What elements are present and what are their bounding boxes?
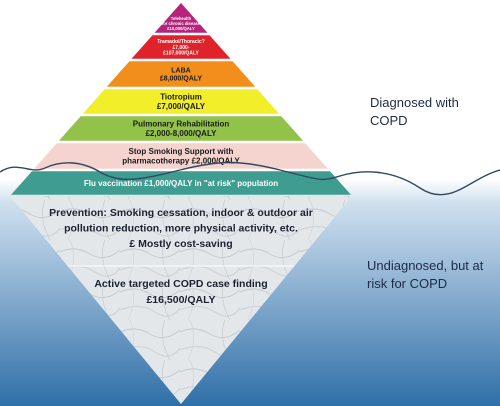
pyramid-tier-label: pharmacotherapy £2,000/QALY [122, 156, 240, 165]
pyramid-tier [131, 35, 231, 59]
undiagnosed-label: Undiagnosed, but at risk for COPD [367, 258, 484, 291]
pyramid-tier [34, 143, 328, 169]
pyramid-tier-label: £107,000/QALY [163, 51, 199, 57]
underwater-label: Active targeted COPD case finding [94, 278, 267, 290]
pyramid-tier-label: Tramadol/Thoracic? [157, 39, 205, 45]
pyramid-tier-label: £7,000/QALY [157, 102, 206, 111]
pyramid-tier-label: for chronic disease [162, 21, 201, 26]
pyramid-tier [11, 171, 351, 195]
pyramid-tier [106, 61, 256, 87]
underwater-label: Prevention: Smoking cessation, indoor & … [49, 207, 313, 219]
waterline-wave [0, 161, 500, 196]
pyramid-tier-label: Tiotropium [160, 93, 202, 102]
underwater-label: £16,500/QALY [146, 294, 215, 306]
pyramid-tier [82, 89, 280, 114]
pyramid-tier [154, 3, 208, 33]
pyramid-tier-label: £8,000/QALY [160, 75, 202, 82]
pyramid-tier [58, 116, 304, 141]
pyramid-tier-label: £2,000-8,000/QALY [146, 129, 218, 138]
pyramid-tier-label: £10,000/QALY [167, 26, 195, 31]
pyramid-tier-label: Stop Smoking Support with [129, 147, 234, 156]
pyramid-tier-label: £7,000- [173, 45, 190, 51]
pyramid-tier-label: LABA [171, 67, 190, 74]
underwater-pyramid [10, 196, 352, 404]
underwater-label: £ Mostly cost-saving [129, 238, 232, 250]
pyramid-tier-label: Telehealth [171, 16, 192, 21]
underwater-text: Prevention: Smoking cessation, indoor & … [49, 207, 313, 306]
underwater-label: pollution reduction, more physical activ… [64, 223, 298, 235]
pyramid-tier-label: Flu vaccination £1,000/QALY in "at risk"… [84, 179, 278, 188]
diagnosed-label: Diagnosed with COPD [370, 95, 459, 128]
pyramid-tier-label: Pulmonary Rehabilitation [133, 120, 230, 129]
